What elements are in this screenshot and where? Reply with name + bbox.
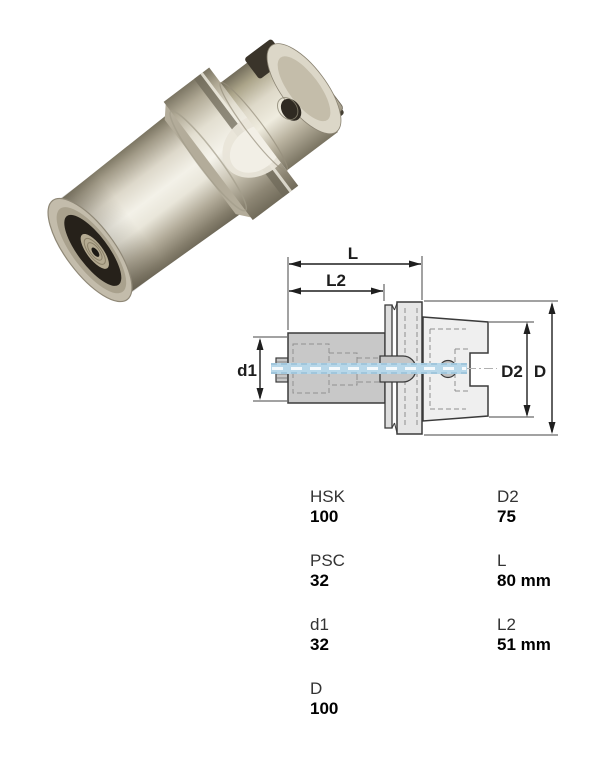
thread-ring-2 — [87, 242, 103, 261]
back-cylinder — [220, 44, 338, 171]
dim-label-L2: L2 — [326, 271, 346, 290]
spec-row-l: L 80 mm — [497, 551, 600, 591]
dim-label-D2: D2 — [501, 362, 523, 381]
spec-label: L2 — [497, 615, 516, 634]
back-seam — [219, 81, 289, 172]
product-photo — [47, 39, 344, 303]
spec-label: d1 — [310, 615, 329, 634]
spec-value: 100 — [310, 699, 339, 718]
spec-value: 32 — [310, 571, 329, 590]
spec-row-l2: L2 51 mm — [497, 615, 600, 655]
extension-lines — [253, 256, 558, 436]
spec-row-psc: PSC 32 — [310, 551, 480, 591]
dimension-arrows — [256, 260, 556, 434]
centerline — [271, 363, 497, 374]
technical-drawing: L L2 d1 D2 D — [237, 244, 558, 436]
spec-value: 51 mm — [497, 635, 551, 654]
barrel-shadow — [54, 171, 168, 298]
dimension-lines — [259, 263, 553, 432]
spec-value: 75 — [497, 507, 516, 526]
spec-row-hsk: HSK 100 — [310, 487, 480, 527]
spec-row-d2: D2 75 — [497, 487, 600, 527]
spec-value: 80 mm — [497, 571, 551, 590]
spec-column-left: HSK 100 PSC 32 d1 32 D 100 — [310, 487, 480, 743]
collar-seam — [169, 110, 248, 212]
spec-column-right: D2 75 L 80 mm L2 51 mm — [497, 487, 600, 679]
dim-label-d1: d1 — [237, 361, 257, 380]
dim-label-L: L — [348, 244, 358, 263]
spec-label: D2 — [497, 487, 519, 506]
flange-groove — [391, 302, 398, 434]
spec-label: PSC — [310, 551, 345, 570]
spec-label: HSK — [310, 487, 345, 506]
stud-center-hole — [91, 247, 100, 257]
spec-row-d1: d1 32 — [310, 615, 480, 655]
side-hole-rim — [276, 97, 299, 121]
spec-value: 100 — [310, 507, 339, 526]
thread-ring-1 — [83, 237, 106, 265]
spec-label: L — [497, 551, 507, 570]
back-face-inner — [277, 56, 331, 122]
dim-label-D: D — [534, 362, 546, 381]
spec-label: D — [310, 679, 323, 698]
spec-row-d: D 100 — [310, 679, 480, 719]
spec-value: 32 — [310, 635, 329, 654]
